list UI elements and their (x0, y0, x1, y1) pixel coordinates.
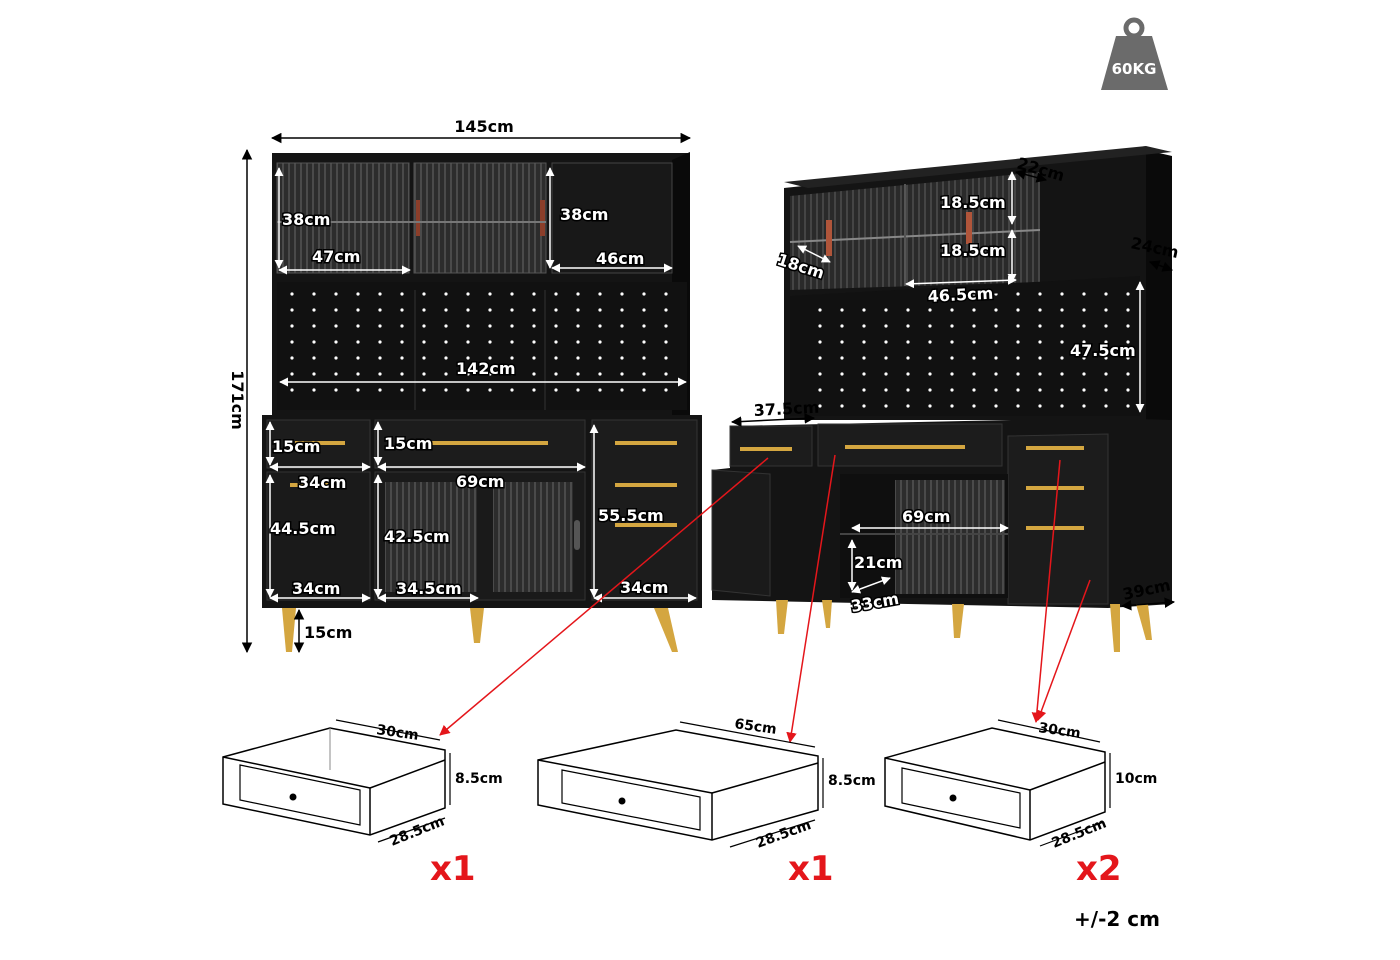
drawer-3-width: 30cm (1037, 720, 1081, 742)
cabinet-right-height-label: 55.5cm (598, 506, 664, 525)
top-right-width-label: 46cm (596, 249, 644, 268)
side-drawer-width-label: 37.5cm (753, 398, 820, 420)
side-view-cabinet (711, 146, 1172, 652)
upper-width-label: 46.5cm (927, 284, 994, 306)
drawer-2-width: 65cm (733, 716, 777, 738)
drawer-2-depth: 28.5cm (754, 817, 813, 852)
drawer-1-width: 30cm (375, 722, 419, 744)
drawer-center-height-label: 15cm (384, 434, 432, 453)
pegboard-width-label: 142cm (456, 359, 516, 378)
leg-height-label: 15cm (304, 623, 352, 642)
drawer-center-width-label: 69cm (456, 472, 504, 491)
front-height-label: 171cm (228, 370, 247, 430)
tolerance-note: +/-2 cm (1074, 907, 1160, 931)
top-left-height-label: 38cm (282, 210, 330, 229)
drawer-3-depth: 28.5cm (1050, 815, 1109, 851)
front-dimension-labels: 145cm 171cm 38cm 47cm 38cm 46cm 142cm 15… (228, 117, 670, 642)
drawer-2: 65cm 8.5cm 28.5cm x1 (537, 716, 876, 889)
upper-height-1-label: 18.5cm (940, 193, 1006, 212)
drawer-left-height-label: 15cm (272, 437, 320, 456)
drawer-2-height: 8.5cm (828, 773, 876, 789)
cabinet-center-width-label: 34.5cm (396, 579, 462, 598)
front-dimension-lines (241, 132, 697, 654)
drawer-1-qty: x1 (430, 849, 476, 889)
front-width-label: 145cm (454, 117, 514, 136)
drawer-callout-arrows (439, 454, 1091, 744)
drawer-left-width-label: 34cm (298, 473, 346, 492)
shelf-height-label: 21cm (854, 553, 902, 572)
drawer-2-qty: x1 (788, 849, 834, 889)
weight-badge: 60KG (1101, 17, 1168, 90)
drawer-1: 30cm 8.5cm 28.5cm x1 (222, 719, 503, 889)
top-right-height-label: 38cm (560, 205, 608, 224)
drawer-3: 30cm 10cm 28.5cm x2 (884, 719, 1157, 889)
cabinet-right-width-label: 34cm (620, 578, 668, 597)
side-cabinet-width-label: 69cm (902, 507, 950, 526)
pegboard-height-label: 47.5cm (1070, 341, 1136, 360)
cabinet-left-width-label: 34cm (292, 579, 340, 598)
drawer-3-height: 10cm (1115, 771, 1157, 787)
cabinet-left-height-label: 44.5cm (270, 519, 336, 538)
drawer-3-qty: x2 (1076, 849, 1122, 889)
weight-label: 60KG (1112, 60, 1157, 78)
cabinet-center-height-label: 42.5cm (384, 527, 450, 546)
top-left-width-label: 47cm (312, 247, 360, 266)
drawer-1-height: 8.5cm (455, 771, 503, 787)
weight-icon (1101, 17, 1168, 90)
side-dimension-lines (730, 169, 1176, 611)
upper-height-2-label: 18.5cm (940, 241, 1006, 260)
